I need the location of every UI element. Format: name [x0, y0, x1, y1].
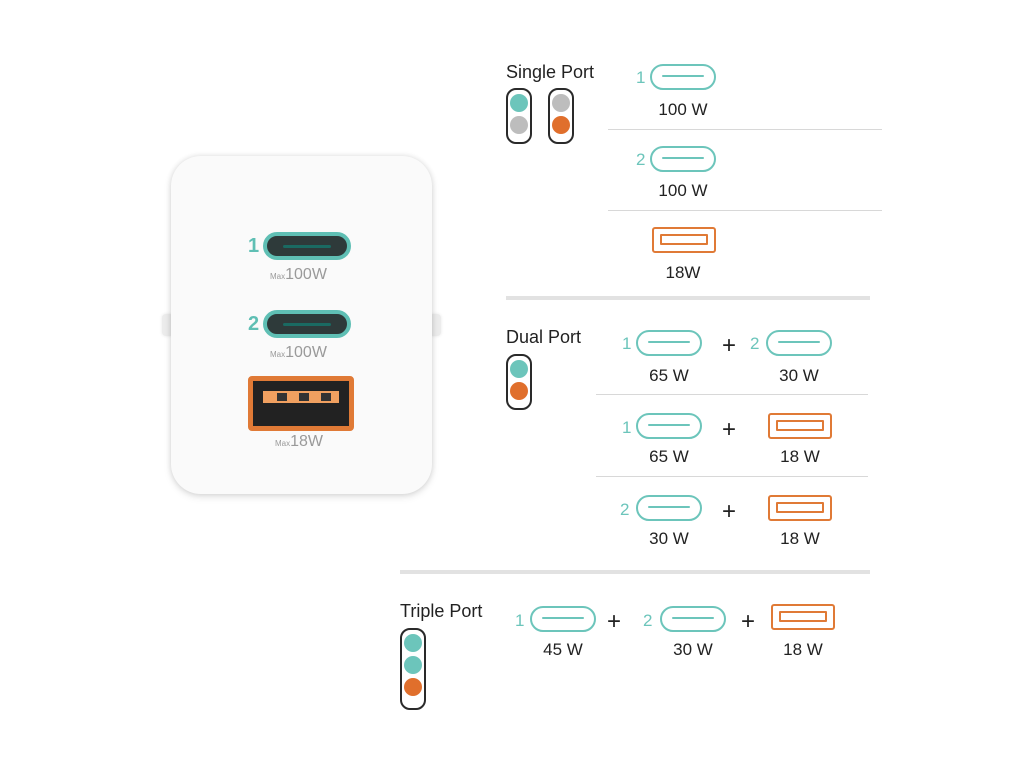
usb-c-icon — [660, 606, 726, 632]
charger-port-1-number: 1 — [248, 235, 260, 257]
charger-usb-a-port — [248, 376, 354, 431]
single-row-1-port-number: 1 — [636, 68, 646, 87]
dual-row-3-left-watt: 30 W — [649, 529, 689, 548]
section-divider — [506, 296, 870, 300]
single-port-indicator-2 — [548, 88, 574, 144]
usb-c-icon — [636, 495, 702, 521]
usb-c-icon — [650, 146, 716, 172]
triple-port-2-watt: 30 W — [673, 640, 713, 659]
dual-row-1-right-watt: 30 W — [779, 366, 819, 385]
divider — [608, 129, 882, 130]
dual-row-1-right-port-number: 2 — [750, 334, 760, 353]
dual-row-1-left-port-number: 1 — [622, 334, 632, 353]
dual-row-1-left-watt: 65 W — [649, 366, 689, 385]
charger-port-3-max: Max18W — [275, 433, 324, 450]
dual-row-3-right-watt: 18 W — [780, 529, 820, 548]
usb-a-icon — [768, 413, 832, 439]
plus-sign: + — [722, 498, 737, 525]
charger-usb-c-port-2 — [263, 310, 351, 338]
usb-a-icon — [768, 495, 832, 521]
section-divider — [400, 570, 870, 574]
usb-a-icon — [771, 604, 835, 630]
dual-row-2-right-watt: 18 W — [780, 447, 820, 466]
single-port-indicator-1 — [506, 88, 532, 144]
charger-usb-c-port-1 — [263, 232, 351, 260]
usb-c-icon — [766, 330, 832, 356]
dual-row-2-left-watt: 65 W — [649, 447, 689, 466]
single-row-1-watt: 100 W — [658, 100, 708, 119]
divider — [596, 394, 868, 395]
divider — [608, 210, 882, 211]
single-port-title: Single Port — [506, 62, 595, 82]
plus-sign: + — [722, 416, 737, 443]
single-row-2-watt: 100 W — [658, 181, 708, 200]
single-row-2-port-number: 2 — [636, 150, 646, 169]
usb-c-icon — [650, 64, 716, 90]
triple-port-2-number: 2 — [643, 611, 653, 630]
plus-sign: + — [722, 332, 737, 359]
charger-port-2-max: Max100W — [270, 344, 327, 361]
dual-port-indicator — [506, 354, 532, 410]
triple-port-1-number: 1 — [515, 611, 525, 630]
triple-port-indicator — [400, 628, 426, 710]
dual-port-title: Dual Port — [506, 327, 582, 347]
single-row-3-watt: 18W — [665, 263, 701, 282]
triple-port-title: Triple Port — [400, 601, 483, 621]
usb-c-icon — [636, 330, 702, 356]
plug-prong-right — [429, 314, 441, 336]
usb-a-icon — [652, 227, 716, 253]
dual-row-2-left-port-number: 1 — [622, 418, 632, 437]
plus-sign: + — [741, 608, 756, 635]
dual-row-3-left-port-number: 2 — [620, 500, 630, 519]
charger-port-2-number: 2 — [248, 313, 260, 335]
triple-port-3-watt: 18 W — [783, 640, 823, 659]
charger-port-1-max: Max100W — [270, 266, 327, 283]
triple-port-1-watt: 45 W — [543, 640, 583, 659]
usb-c-icon — [530, 606, 596, 632]
divider — [596, 476, 868, 477]
usb-c-icon — [636, 413, 702, 439]
plus-sign: + — [607, 608, 622, 635]
